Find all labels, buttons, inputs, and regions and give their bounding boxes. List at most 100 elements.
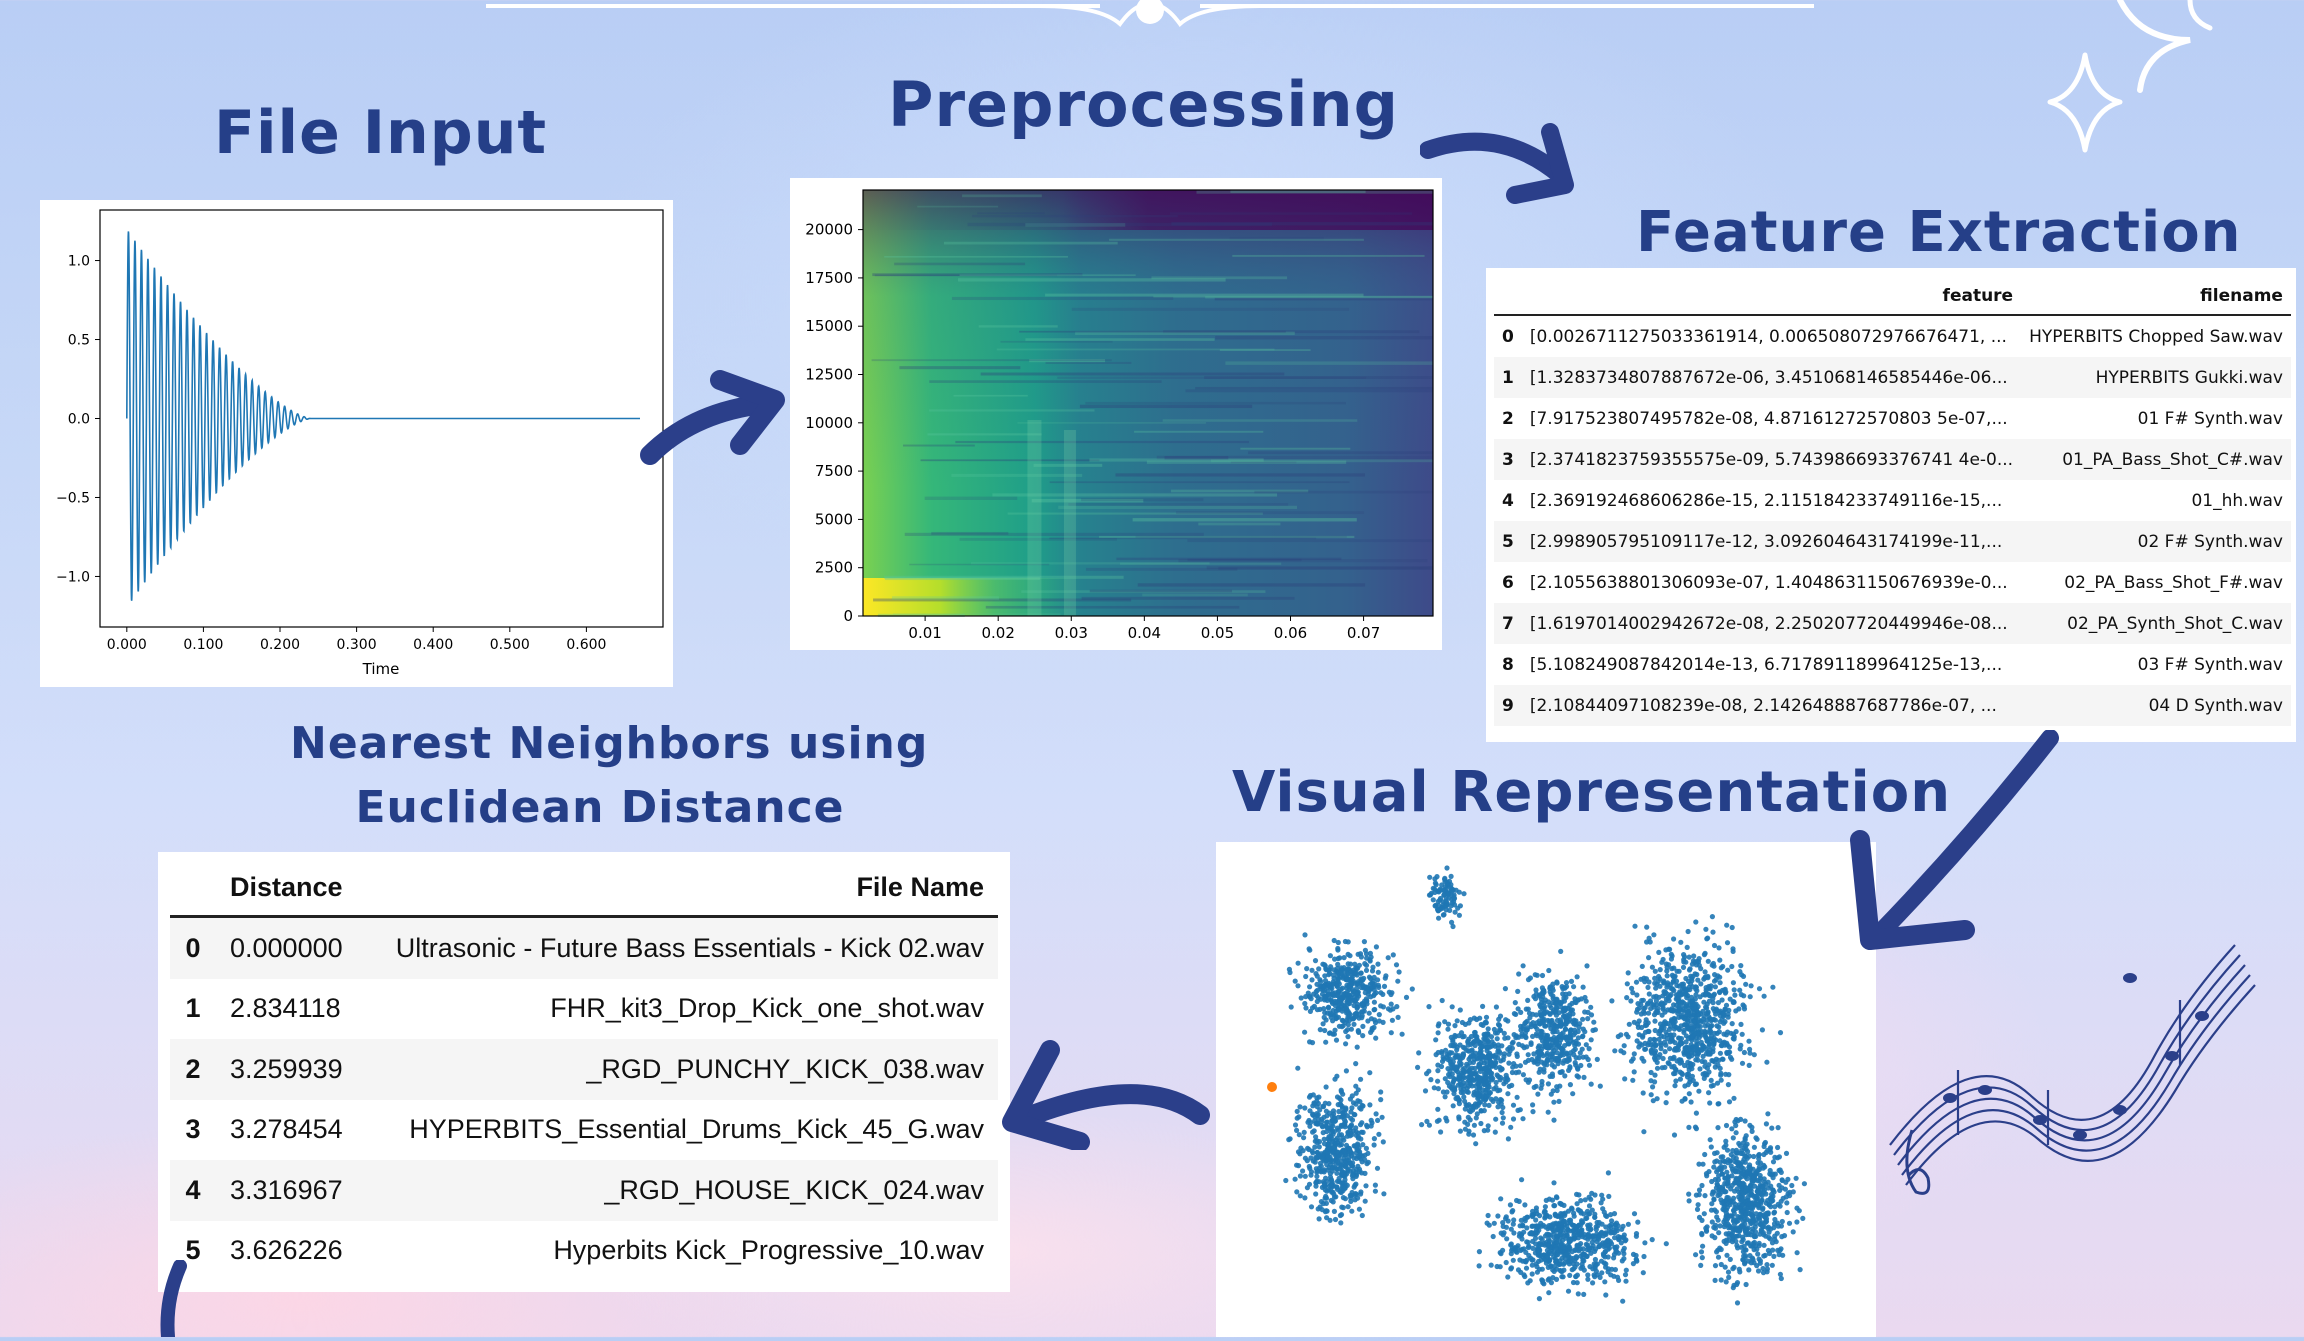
scatter-point <box>1739 1201 1745 1208</box>
scatter-point <box>1508 1124 1514 1130</box>
scatter-point <box>1482 1075 1488 1081</box>
scatter-point <box>1339 1164 1345 1170</box>
scatter-point <box>1373 944 1379 950</box>
scatter-point <box>1691 953 1697 959</box>
scatter-point <box>1699 1230 1705 1237</box>
scatter-point <box>1762 1164 1768 1170</box>
scatter-point <box>1777 1271 1783 1277</box>
scatter-point <box>1731 1095 1737 1101</box>
scatter-point <box>1435 1106 1441 1112</box>
scatter-point <box>1585 1272 1591 1278</box>
scatter-point <box>1533 987 1539 993</box>
scatter-point <box>1516 1069 1522 1075</box>
scatter-point <box>1327 1217 1333 1223</box>
scatter-point <box>1349 1105 1355 1111</box>
sparkle-star-icon <box>2047 0 2213 153</box>
scatter-point <box>1294 1189 1300 1195</box>
scatter-point <box>1381 983 1388 989</box>
scatter-point <box>1424 1118 1430 1124</box>
scatter-point <box>1287 969 1293 976</box>
spectrogram-streak <box>1071 307 1350 311</box>
scatter-point <box>1738 1116 1744 1122</box>
scatter-point <box>1553 1039 1559 1045</box>
scatter-point <box>1599 1192 1605 1198</box>
table-row: 6[2.1055638801306093e-07, 1.404863115067… <box>1494 562 2291 603</box>
scatter-point <box>1323 1084 1329 1090</box>
scatter-point <box>1749 1128 1755 1134</box>
row-index: 5 <box>1494 521 1522 562</box>
scatter-point <box>1603 1292 1609 1298</box>
scatter-point <box>1497 1064 1503 1070</box>
scatter-point <box>1611 1227 1617 1233</box>
scatter-point <box>1532 1235 1539 1241</box>
spectrogram-streak <box>893 613 1061 615</box>
scatter-point <box>1667 1055 1673 1061</box>
scatter-point <box>1533 1205 1539 1211</box>
scatter-point <box>1557 1083 1563 1089</box>
scatter-point <box>1530 1109 1536 1115</box>
filename-cell: 03 F# Synth.wav <box>2137 654 2283 675</box>
scatter-point <box>1765 1225 1771 1231</box>
scatter-point <box>1325 1005 1332 1011</box>
scatter-point <box>1309 977 1315 983</box>
spectrogram-streak <box>1195 386 1433 390</box>
scatter-point <box>1777 1030 1784 1036</box>
scatter-point <box>1567 1236 1573 1242</box>
spectrogram-streak <box>951 473 1083 477</box>
scatter-point <box>1725 1082 1731 1088</box>
scatter-point <box>1723 1279 1729 1285</box>
scatter-point <box>1530 1020 1536 1026</box>
scatter-point <box>1737 969 1743 975</box>
scatter-point <box>1367 1070 1373 1076</box>
scatter-point <box>1491 1086 1497 1092</box>
scatter-point <box>1671 1026 1677 1032</box>
scatter-point <box>1338 1220 1344 1226</box>
spectrogram-streak <box>1170 489 1309 493</box>
scatter-point <box>1335 1153 1341 1159</box>
scatter-point <box>1522 1202 1528 1208</box>
scatter-point <box>1741 1003 1747 1009</box>
row-index: 7 <box>1494 603 1522 644</box>
spectrogram-streak <box>871 359 1112 362</box>
scatter-point <box>1718 1154 1724 1160</box>
arrow-icon <box>1420 123 1574 204</box>
scatter-point <box>1510 1116 1517 1122</box>
scatter-point <box>1529 1271 1535 1277</box>
scatter-point <box>1452 1023 1458 1029</box>
scatter-point <box>1645 1000 1651 1006</box>
scatter-point <box>1356 1206 1362 1212</box>
row-index: 3 <box>185 1114 201 1145</box>
spectrogram-streak <box>996 348 1275 351</box>
scatter-point <box>1427 892 1433 898</box>
scatter-point <box>1334 983 1340 989</box>
scatter-point <box>1523 1249 1529 1255</box>
scatter-point <box>1554 1227 1560 1233</box>
scatter-point <box>1441 892 1447 898</box>
scatter-point <box>1358 984 1364 991</box>
scatter-point <box>1653 1042 1659 1048</box>
scatter-point <box>1314 1007 1320 1013</box>
scatter-point <box>1328 1177 1334 1183</box>
scatter-point <box>1358 954 1364 960</box>
scatter-point <box>1742 1207 1748 1213</box>
scatter-point <box>1491 1026 1497 1033</box>
scatter-point <box>1686 1191 1692 1197</box>
scatter-point <box>1465 1038 1471 1044</box>
scatter-point <box>1676 1004 1682 1010</box>
scatter-point <box>1605 1269 1611 1275</box>
scatter-point <box>1548 1232 1554 1238</box>
scatter-point <box>1761 1242 1767 1248</box>
scatter-point <box>1320 1168 1326 1174</box>
scatter-point <box>1456 1101 1462 1107</box>
scatter-point <box>1640 1034 1646 1040</box>
scatter-point <box>1341 1148 1347 1154</box>
scatter-point <box>1375 961 1381 967</box>
scatter-point <box>1625 1221 1631 1227</box>
scatter-point <box>1746 1153 1752 1159</box>
scatter-point <box>1432 889 1438 895</box>
scatter-point <box>1740 1166 1746 1172</box>
scatter-point <box>1476 1080 1482 1086</box>
scatter-point <box>1371 993 1377 999</box>
scatter-point <box>1533 1217 1539 1223</box>
scatter-point <box>1768 1204 1774 1210</box>
